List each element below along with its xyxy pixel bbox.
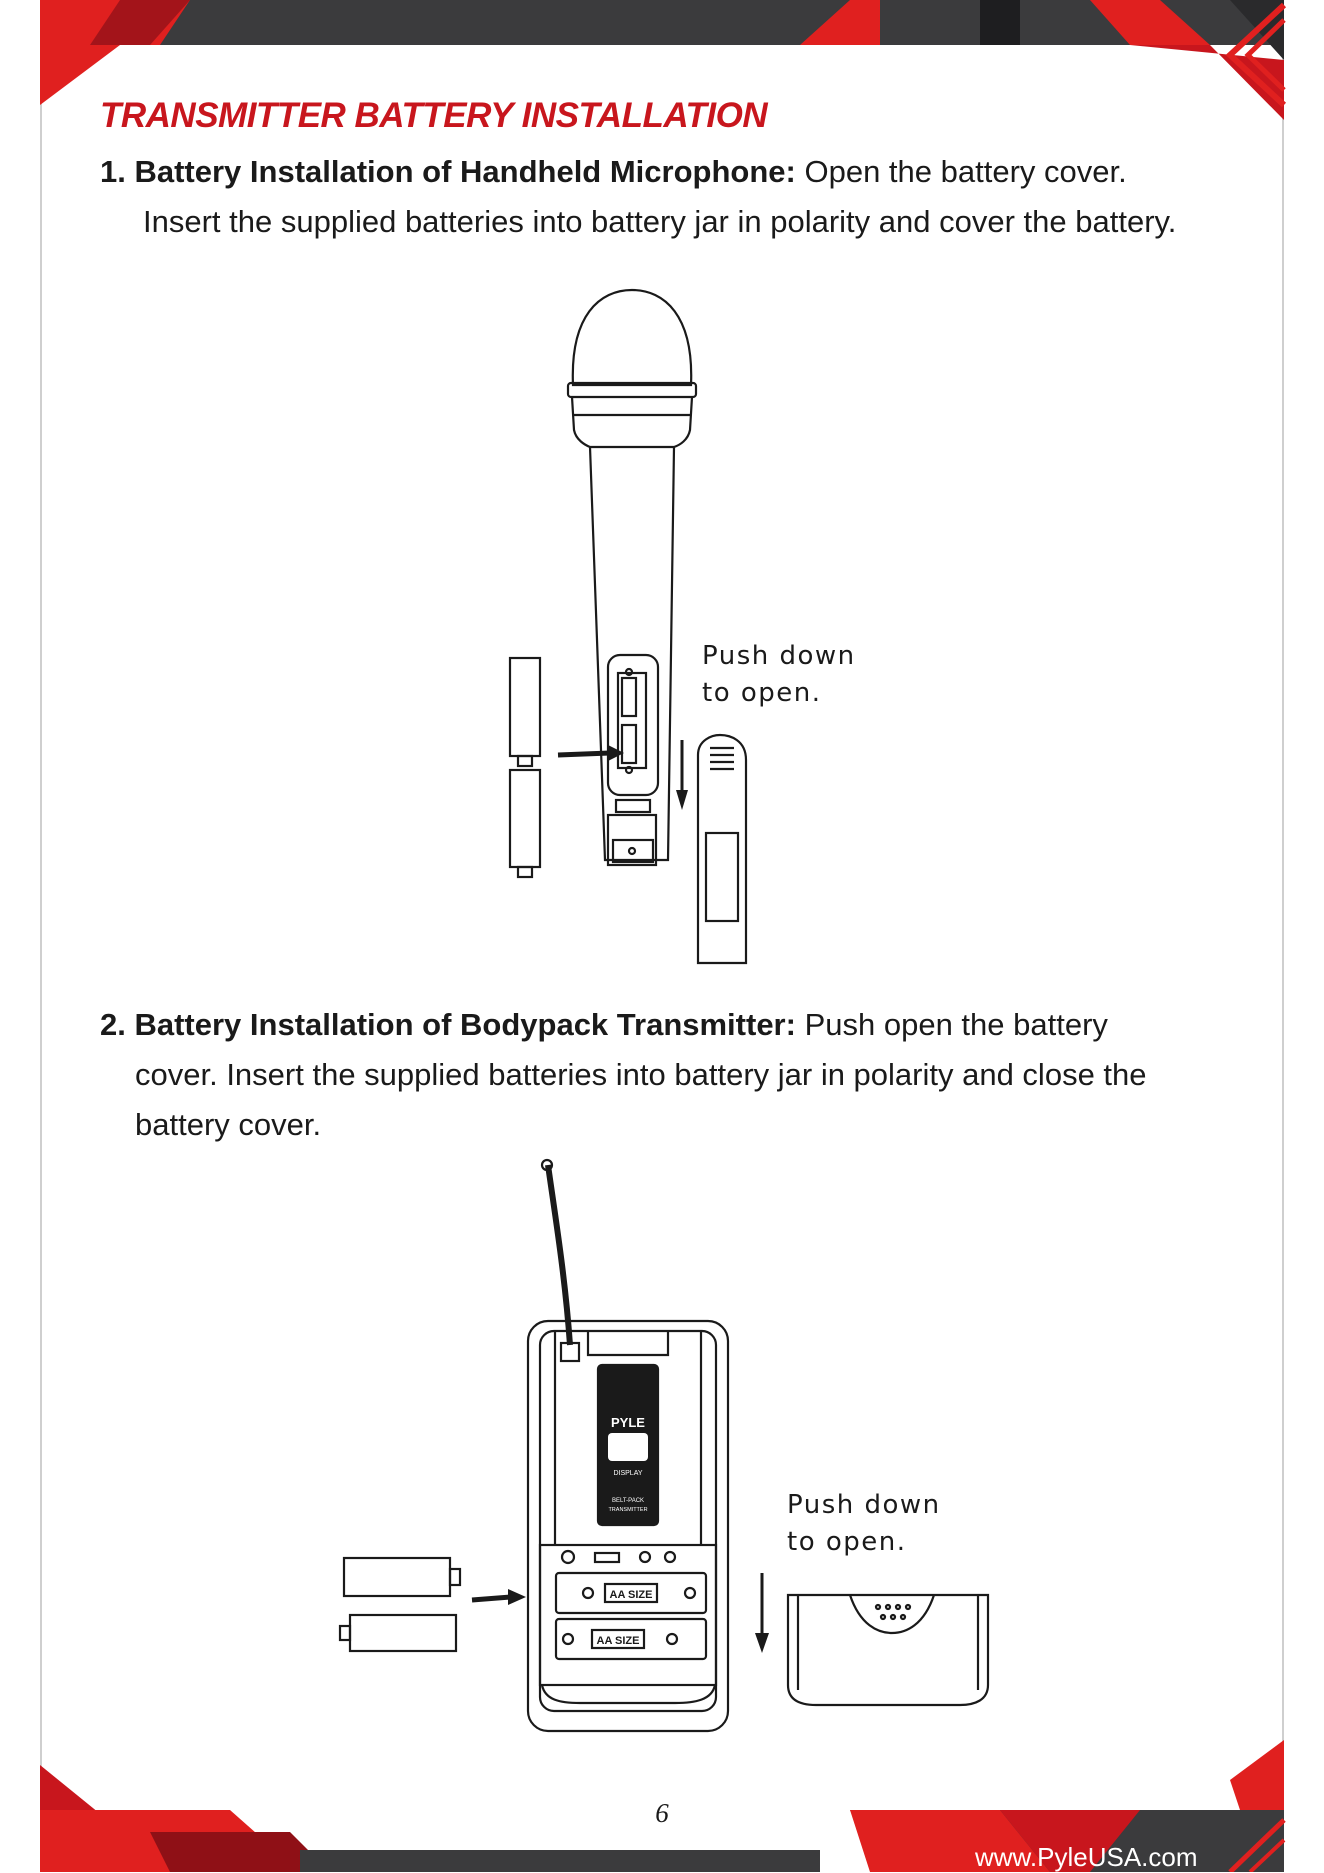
figure2-callout: Push down to open.	[787, 1487, 941, 1561]
step1-text-line2: Insert the supplied batteries into batte…	[143, 204, 1177, 239]
device-label-line2: TRANSMITTER	[608, 1507, 647, 1513]
step2-text-line1: Push open the battery	[804, 1007, 1108, 1042]
page-frame	[40, 0, 1284, 1860]
figure2-callout-line1: Push down	[787, 1490, 941, 1520]
step2-heading: 2. Battery Installation of Bodypack Tran…	[100, 1007, 796, 1042]
battery-size-label-bottom: AA SIZE	[597, 1635, 640, 1647]
website-url: www.PyleUSA.com	[975, 1842, 1198, 1872]
step2-paragraph: 2. Battery Installation of Bodypack Tran…	[100, 1000, 1250, 1150]
bodypack-transmitter-figure: PYLE DISPLAY BELT-PACK TRANSMITTER AA SI…	[338, 1158, 990, 1733]
figure1-callout-line2: to open.	[702, 678, 822, 708]
battery-size-label-top: AA SIZE	[610, 1589, 653, 1601]
device-label-line1: BELT-PACK	[612, 1498, 644, 1504]
section-title: TRANSMITTER BATTERY INSTALLATION	[100, 96, 768, 135]
step1-heading: 1. Battery Installation of Handheld Micr…	[100, 154, 796, 189]
step2-text-line3: battery cover.	[135, 1107, 322, 1142]
step1-paragraph: 1. Battery Installation of Handheld Micr…	[100, 147, 1250, 247]
page-number: 6	[655, 1798, 669, 1828]
handheld-microphone-figure	[508, 288, 748, 965]
brand-logo-text: PYLE	[611, 1415, 645, 1430]
step2-text-line2: cover. Insert the supplied batteries int…	[135, 1057, 1147, 1092]
figure1-callout: Push down to open.	[702, 638, 856, 712]
step1-text-line1: Open the battery cover.	[804, 154, 1127, 189]
figure2-callout-line2: to open.	[787, 1527, 907, 1557]
display-label: DISPLAY	[613, 1470, 642, 1477]
figure1-callout-line1: Push down	[702, 641, 856, 671]
